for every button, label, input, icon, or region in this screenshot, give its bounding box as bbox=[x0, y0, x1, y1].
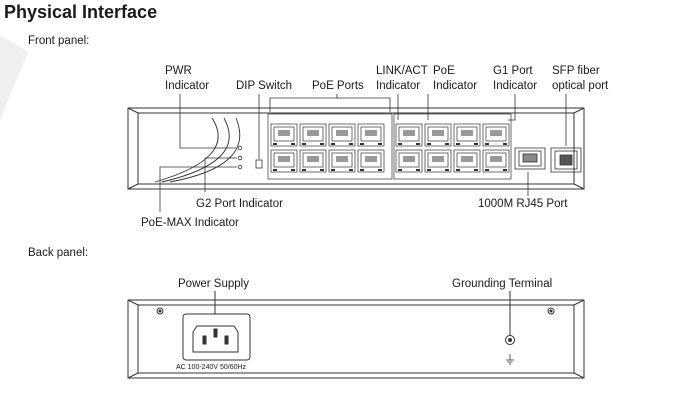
poe-max-indicator-label: PoE-MAX Indicator bbox=[141, 217, 239, 229]
rj45-port bbox=[299, 149, 327, 173]
rj45-port bbox=[453, 149, 481, 173]
pwr-label-line2: Indicator bbox=[165, 80, 210, 92]
back-panel bbox=[127, 291, 585, 379]
front-panel-heading: Front panel: bbox=[28, 35, 90, 47]
rj45-port bbox=[482, 149, 510, 173]
ground-symbol bbox=[506, 354, 514, 365]
rj45-port bbox=[424, 149, 452, 173]
rj45-port bbox=[270, 149, 298, 173]
pwr-indicator-label: PWR Indicator bbox=[165, 64, 209, 94]
link-act-indicator-label: LINK/ACT Indicator bbox=[376, 64, 428, 94]
rj45-port bbox=[424, 123, 452, 147]
poe-port-block bbox=[267, 113, 512, 180]
link-label-line1: LINK/ACT bbox=[376, 65, 428, 77]
link-label-line2: Indicator bbox=[376, 80, 421, 92]
ac-rating-text: AC 100-240V 50/60Hz bbox=[176, 364, 247, 371]
dip-switch-shape bbox=[255, 159, 263, 169]
rj45-port bbox=[482, 123, 510, 147]
sfp-label-line2: optical port bbox=[552, 80, 609, 92]
rj45-port bbox=[395, 123, 423, 147]
poe-ports-label: PoE Ports bbox=[312, 80, 364, 92]
front-leader-lines bbox=[159, 94, 567, 212]
pwr-label-line1: PWR bbox=[165, 65, 192, 77]
rj45-port bbox=[357, 123, 385, 147]
rj45-port bbox=[299, 123, 327, 147]
rj45-port bbox=[357, 149, 385, 173]
rj45-port bbox=[328, 123, 356, 147]
uplink-ports bbox=[514, 147, 582, 173]
page-title: Physical Interface bbox=[4, 2, 158, 22]
g1-label-line2: Indicator bbox=[493, 80, 538, 92]
back-panel-heading: Back panel: bbox=[28, 247, 89, 259]
power-supply-label: Power Supply bbox=[178, 278, 249, 290]
grounding-terminal-label: Grounding Terminal bbox=[452, 278, 553, 290]
sfp-label-line1: SFP fiber bbox=[552, 65, 600, 77]
g2-port-indicator-label: G2 Port Indicator bbox=[196, 198, 283, 210]
rj45-port bbox=[395, 149, 423, 173]
g1-port-indicator-label: G1 Port Indicator bbox=[493, 64, 537, 94]
front-leds bbox=[237, 145, 243, 170]
poe-indicator-line1: PoE bbox=[433, 65, 455, 77]
rj45-port bbox=[328, 149, 356, 173]
poe-indicator-line2: Indicator bbox=[433, 80, 478, 92]
poe-indicator-label: PoE Indicator bbox=[433, 64, 477, 94]
rj45-port-label: 1000M RJ45 Port bbox=[478, 198, 568, 210]
rj45-port bbox=[453, 123, 481, 147]
front-panel bbox=[127, 107, 585, 190]
g1-label-line1: G1 Port bbox=[493, 65, 533, 77]
dip-switch-label: DIP Switch bbox=[236, 80, 293, 92]
sfp-port-label: SFP fiber optical port bbox=[552, 64, 608, 94]
rj45-port bbox=[270, 123, 298, 147]
